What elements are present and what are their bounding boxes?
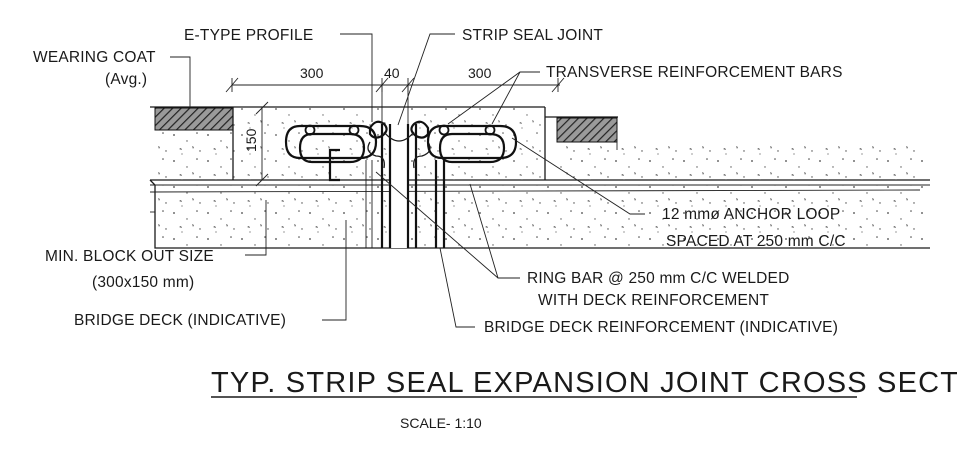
label-ring-bar-weld: WITH DECK REINFORCEMENT <box>538 292 769 309</box>
label-wearing-coat: WEARING COAT <box>33 49 156 66</box>
label-anchor-loop: 12 mmø ANCHOR LOOP <box>662 206 840 223</box>
e-type-profile-left <box>368 120 388 139</box>
e-type-profile-right <box>410 120 430 139</box>
anchor-loop-left-inner <box>298 132 366 164</box>
drawing-title: TYP. STRIP SEAL EXPANSION JOINT CROSS SE… <box>211 367 957 399</box>
label-wearing-coat-avg: (Avg.) <box>105 71 147 88</box>
transverse-bar-l2 <box>348 124 360 136</box>
dim-depth: 150 <box>243 128 259 152</box>
label-anchor-spacing: SPACED AT 250 mm C/C <box>666 233 846 250</box>
label-block-out: MIN. BLOCK OUT SIZE <box>45 248 214 265</box>
transverse-bar-l1 <box>304 124 316 136</box>
bridge-deck-concrete <box>155 185 927 248</box>
label-bridge-deck: BRIDGE DECK (INDICATIVE) <box>74 312 286 329</box>
wearing-coat-right <box>556 117 618 143</box>
deck-section <box>149 106 930 249</box>
slab-concrete-right <box>557 142 617 180</box>
drawing-scale: SCALE- 1:10 <box>400 415 482 431</box>
label-e-type-profile: E-TYPE PROFILE <box>184 27 313 44</box>
dim-left-width: 300 <box>300 65 324 81</box>
drawing-title-block: TYP. STRIP SEAL EXPANSION JOINT CROSS SE… <box>211 367 957 431</box>
label-deck-reinforcement: BRIDGE DECK REINFORCEMENT (INDICATIVE) <box>484 319 838 336</box>
dim-right-width: 300 <box>468 65 492 81</box>
strip-seal <box>383 131 415 142</box>
label-ring-bar: RING BAR @ 250 mm C/C WELDED <box>527 270 790 287</box>
dimension-lines: 300 40 300 150 <box>225 65 565 187</box>
transverse-bar-r2 <box>484 124 496 136</box>
label-strip-seal-joint: STRIP SEAL JOINT <box>462 27 603 44</box>
transverse-bar-r1 <box>438 124 450 136</box>
ring-bar-left <box>328 148 340 182</box>
wearing-coat-left <box>154 107 234 131</box>
label-transverse-bars: TRANSVERSE REINFORCEMENT BARS <box>546 64 843 81</box>
dim-gap: 40 <box>384 65 400 81</box>
annotation-labels: E-TYPE PROFILE STRIP SEAL JOINT WEARING … <box>33 27 846 336</box>
slab-concrete-left <box>155 130 233 180</box>
slab-concrete-far-right <box>617 142 927 180</box>
anchor-loop-right-inner <box>438 132 506 164</box>
joint-gap <box>390 120 408 248</box>
ring-bar-right <box>434 160 446 248</box>
label-block-out-size: (300x150 mm) <box>92 274 194 291</box>
blockout-right <box>408 107 545 180</box>
leader-lines <box>170 33 645 328</box>
